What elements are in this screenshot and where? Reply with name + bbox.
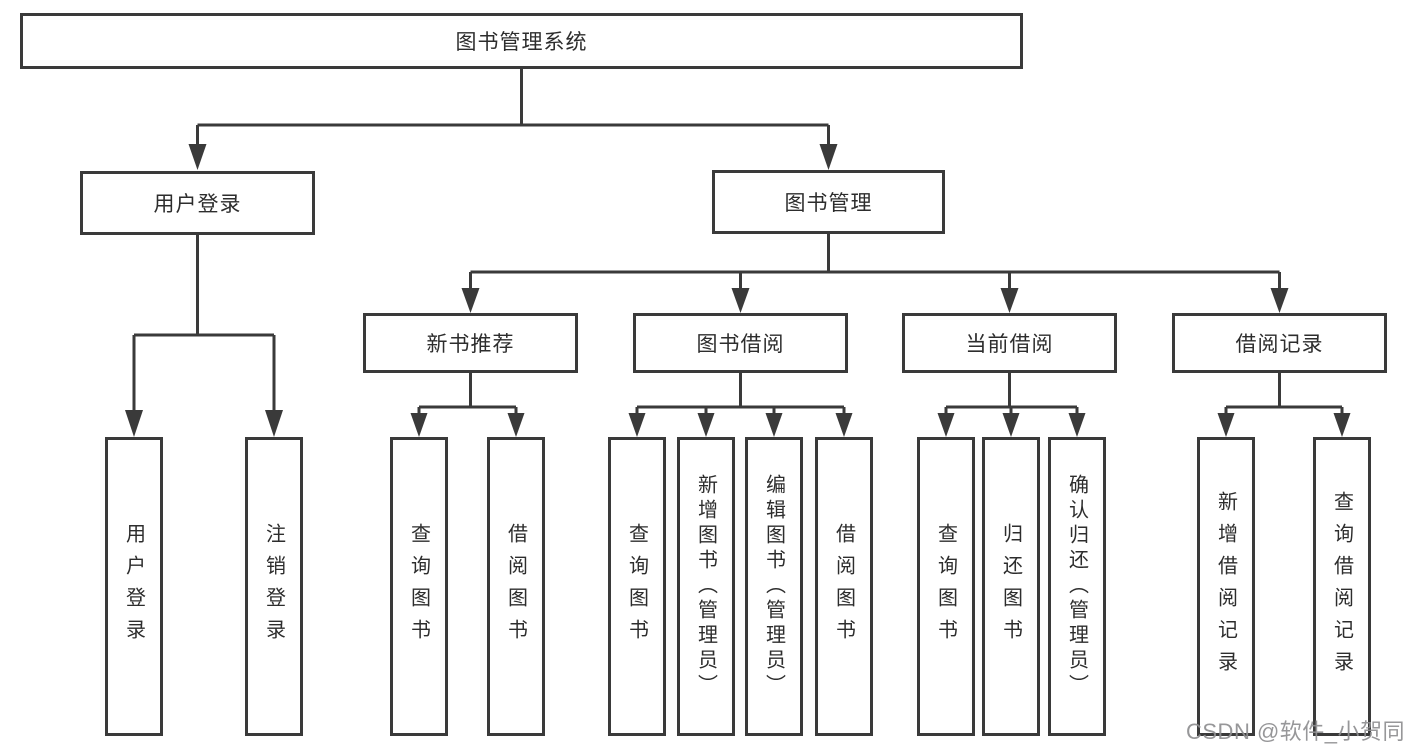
leaf-query-books-current: 查询图书 bbox=[917, 437, 975, 736]
connector-borrow-to-leaves bbox=[628, 373, 853, 437]
connector-root-to-level2 bbox=[188, 69, 838, 170]
arrowhead bbox=[765, 413, 783, 437]
leaf-add-borrow-record: 新增借阅记录 bbox=[1197, 437, 1255, 736]
leaf-query-borrow-record: 查询借阅记录 bbox=[1313, 437, 1371, 736]
arrowhead bbox=[697, 413, 715, 437]
node-book-borrowing: 图书借阅 bbox=[633, 313, 848, 373]
leaf-add-books-admin: 新增图书（管理员） bbox=[677, 437, 735, 736]
arrowhead bbox=[1217, 413, 1235, 437]
arrowhead bbox=[1333, 413, 1351, 437]
arrowhead bbox=[188, 144, 207, 170]
node-borrowing-records: 借阅记录 bbox=[1172, 313, 1387, 373]
leaf-borrow-books-recommend: 借阅图书 bbox=[487, 437, 545, 736]
arrowhead bbox=[1068, 413, 1086, 437]
arrowhead bbox=[265, 410, 283, 437]
arrowhead bbox=[628, 413, 646, 437]
arrowhead bbox=[1000, 288, 1019, 313]
node-user-login: 用户登录 bbox=[80, 171, 315, 235]
leaf-query-books-borrow: 查询图书 bbox=[608, 437, 666, 736]
connector-recommend-to-leaves bbox=[410, 373, 525, 437]
arrowhead bbox=[937, 413, 955, 437]
leaf-confirm-return-admin: 确认归还（管理员） bbox=[1048, 437, 1106, 736]
csdn-watermark: CSDN @软件_小贺同学 bbox=[1186, 719, 1405, 744]
connector-user-login-to-leaves bbox=[125, 235, 283, 437]
leaf-return-books: 归还图书 bbox=[982, 437, 1040, 736]
arrowhead bbox=[731, 288, 750, 313]
leaf-borrow-books: 借阅图书 bbox=[815, 437, 873, 736]
arrowhead bbox=[461, 288, 480, 313]
connector-current-to-leaves bbox=[937, 373, 1086, 437]
arrowhead bbox=[835, 413, 853, 437]
leaf-logout: 注销登录 bbox=[245, 437, 303, 736]
connector-book-management-to-level3 bbox=[461, 234, 1289, 313]
arrowhead bbox=[410, 413, 428, 437]
leaf-query-books-recommend: 查询图书 bbox=[390, 437, 448, 736]
arrowhead bbox=[125, 410, 143, 437]
arrowhead bbox=[1270, 288, 1289, 313]
arrowhead bbox=[1002, 413, 1020, 437]
arrowhead bbox=[507, 413, 525, 437]
connector-records-to-leaves bbox=[1217, 373, 1351, 437]
leaf-edit-books-admin: 编辑图书（管理员） bbox=[745, 437, 803, 736]
node-new-book-recommendation: 新书推荐 bbox=[363, 313, 578, 373]
leaf-user-login: 用户登录 bbox=[105, 437, 163, 736]
node-library-management-system: 图书管理系统 bbox=[20, 13, 1023, 69]
arrowhead bbox=[819, 144, 838, 170]
node-book-management: 图书管理 bbox=[712, 170, 945, 234]
node-current-borrowing: 当前借阅 bbox=[902, 313, 1117, 373]
